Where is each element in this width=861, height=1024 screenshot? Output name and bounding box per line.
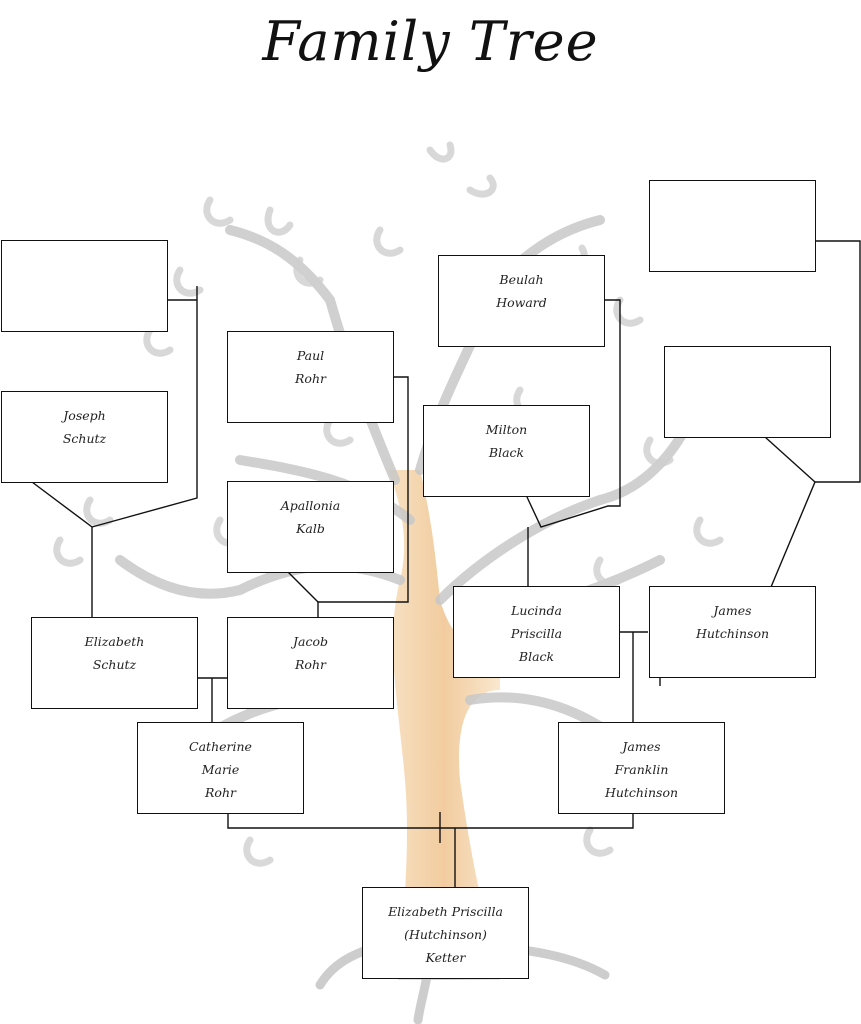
person-name-line: Marie — [201, 762, 240, 777]
person-name-line: Schutz — [92, 657, 137, 672]
person-box-james-hutchinson: James Hutchinson — [649, 586, 816, 678]
person-box-james-franklin-hutchinson: James Franklin Hutchinson — [558, 722, 725, 814]
person-name-line: Rohr — [295, 371, 326, 386]
person-box-jacob-rohr: Jacob Rohr — [227, 617, 394, 709]
person-name-line: Black — [488, 445, 525, 460]
person-box-empty — [664, 346, 831, 438]
person-name-line: Milton — [485, 422, 528, 437]
person-box-beulah-howard: Beulah Howard — [438, 255, 605, 347]
person-name-line: James — [713, 603, 752, 618]
tree-trunk — [388, 470, 500, 980]
person-name-line: Rohr — [295, 657, 326, 672]
person-name-line: Catherine — [189, 739, 252, 754]
person-name-line: Black — [518, 649, 555, 664]
person-box-catherine-rohr: Catherine Marie Rohr — [137, 722, 304, 814]
person-name-line: Jacob — [293, 634, 328, 649]
person-box-elizabeth-schutz: Elizabeth Schutz — [31, 617, 198, 709]
person-name-line: Hutchinson — [604, 785, 679, 800]
person-name-line: Elizabeth — [84, 634, 145, 649]
person-box-milton-black: Milton Black — [423, 405, 590, 497]
person-name-line: (Hutchinson) — [404, 927, 487, 942]
person-name-line: Howard — [496, 295, 547, 310]
person-box-paul-rohr: Paul Rohr — [227, 331, 394, 423]
person-name-line: Kalb — [296, 521, 325, 536]
person-name-line: James — [622, 739, 661, 754]
person-name-line: Ketter — [425, 950, 466, 965]
person-box-apallonia-kalb: Apallonia Kalb — [227, 481, 394, 573]
person-name-line: Elizabeth Priscilla — [388, 904, 503, 919]
person-box-empty — [649, 180, 816, 272]
person-name-line: Apallonia — [280, 498, 341, 513]
person-name-line: Paul — [296, 348, 325, 363]
person-box-elizabeth-ketter: Elizabeth Priscilla (Hutchinson) Ketter — [362, 887, 529, 979]
person-name-line: Hutchinson — [695, 626, 770, 641]
person-box-empty — [1, 240, 168, 332]
person-name-line: Rohr — [205, 785, 236, 800]
person-name-line: Joseph — [63, 408, 106, 423]
person-box-lucinda-black: Lucinda Priscilla Black — [453, 586, 620, 678]
person-name-line: Beulah — [499, 272, 544, 287]
person-name-line: Lucinda — [511, 603, 562, 618]
person-name-line: Priscilla — [510, 626, 563, 641]
person-name-line: Franklin — [614, 762, 669, 777]
person-box-joseph-schutz: Joseph Schutz — [1, 391, 168, 483]
person-name-line: Schutz — [62, 431, 107, 446]
page-title: Family Tree — [262, 10, 599, 73]
